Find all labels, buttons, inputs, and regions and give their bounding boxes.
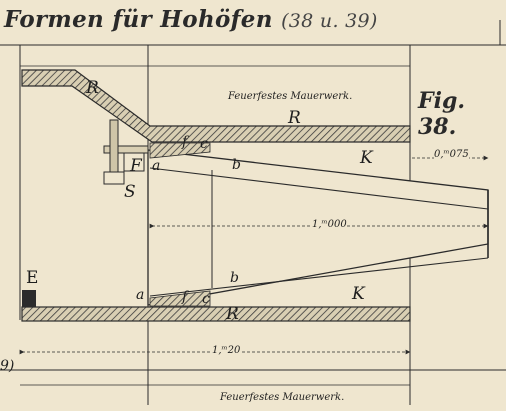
dimension-d2: 1,ᵐ000 — [312, 219, 347, 230]
label-F: F — [130, 156, 142, 176]
label-R-top-left: R — [86, 78, 99, 98]
figure-label: Fig. 38. — [418, 88, 466, 140]
masonry-label-bottom: Feuerfestes Mauerwerk. — [220, 392, 345, 403]
plate-R-bottom — [21, 306, 411, 322]
clamp-block — [123, 152, 145, 172]
label-c-bottom: c — [202, 291, 210, 307]
nozzle-inner-bottom — [149, 257, 489, 297]
label-c-top: c — [200, 136, 208, 152]
label-S: S — [124, 182, 136, 202]
label-left-edge: 9) — [0, 358, 15, 374]
label-K-bottom: K — [352, 284, 365, 304]
label-f-bottom: f — [182, 289, 188, 305]
dimension-d1: 0,ᵐ075 — [434, 149, 469, 160]
masonry-label-top: Feuerfestes Mauerwerk. — [228, 91, 353, 102]
title-main: Formen für Hohöfen — [4, 6, 273, 33]
label-R-top-right: R — [288, 108, 301, 128]
label-R-bottom: R — [226, 304, 239, 324]
label-f-top: f — [182, 134, 188, 150]
plate-R-top — [21, 69, 411, 143]
nozzle-inner-top — [149, 167, 489, 210]
dimension-d3: 1,ᵐ20 — [212, 345, 241, 356]
label-a-top: a — [152, 158, 161, 174]
nut-S — [103, 171, 125, 185]
block-E — [22, 290, 36, 307]
label-b-bottom: b — [230, 270, 239, 286]
label-E: E — [26, 268, 39, 288]
page-title: Formen für Hohöfen (38 u. 39) — [4, 6, 378, 33]
label-b-top: b — [232, 157, 241, 173]
wedge-bottom — [149, 290, 211, 307]
label-a-bottom: a — [136, 287, 145, 303]
title-sub: (38 u. 39) — [281, 10, 378, 32]
label-K-top: K — [360, 148, 373, 168]
wedge-top — [149, 142, 211, 159]
screw-S — [109, 119, 119, 177]
